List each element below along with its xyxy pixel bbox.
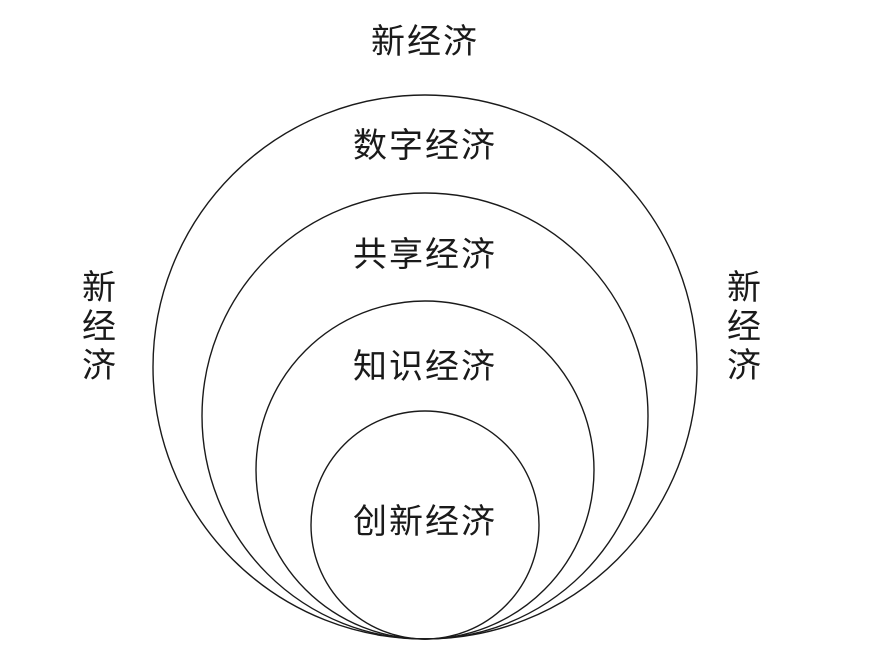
left-side-label: 新经济: [82, 268, 116, 386]
ring-label-knowledge-economy: 知识经济: [353, 347, 497, 387]
top-label: 新经济: [371, 22, 479, 62]
ring-label-digital-economy: 数字经济: [353, 126, 497, 166]
ring-label-innovation-economy: 创新经济: [353, 502, 497, 542]
ring-innovation-economy: [310, 410, 540, 640]
left-side-label-char: 济: [82, 346, 116, 386]
left-side-label-char: 经: [82, 307, 116, 347]
right-side-label-char: 新: [727, 268, 761, 308]
left-side-label-char: 新: [82, 268, 116, 308]
right-side-label: 新经济: [727, 268, 761, 386]
right-side-label-char: 经: [727, 307, 761, 347]
right-side-label-char: 济: [727, 346, 761, 386]
ring-label-sharing-economy: 共享经济: [353, 235, 497, 275]
